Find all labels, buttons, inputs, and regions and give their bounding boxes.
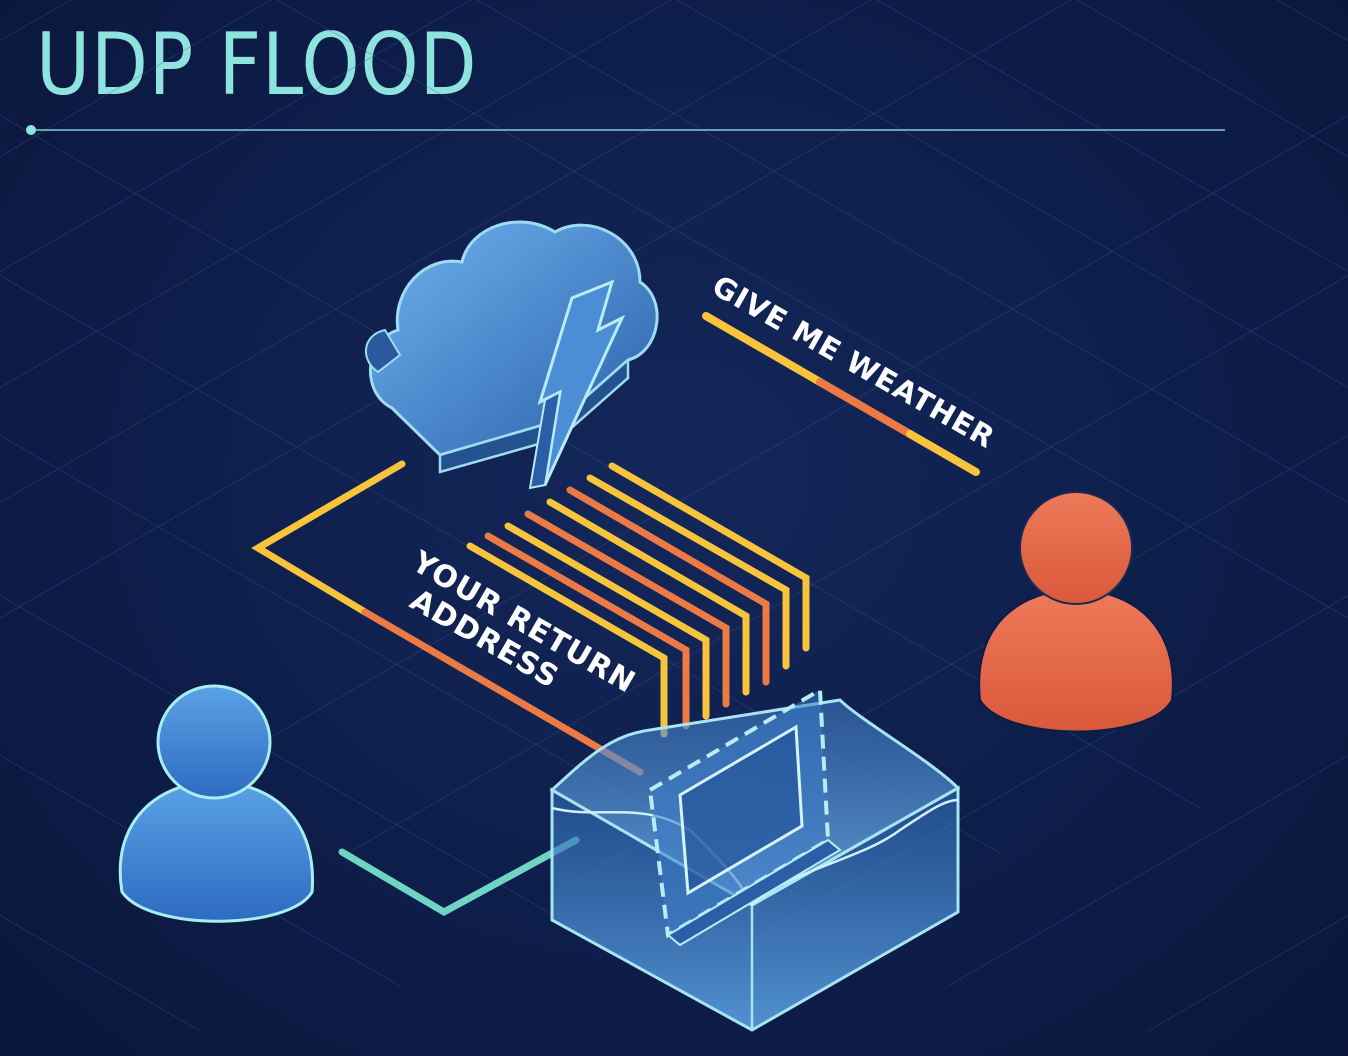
- victim-user-icon: [118, 684, 315, 923]
- page-title: UDP FLOOD: [36, 15, 478, 115]
- return-route-line: [251, 460, 644, 776]
- postage-stamp-icon: [647, 686, 842, 947]
- flood-packet-lines: [466, 462, 810, 738]
- request-label: GIVE ME WEATHER: [707, 269, 1001, 456]
- storm-cloud-icon: [364, 220, 659, 490]
- request-line: [702, 312, 980, 476]
- title-underline: [26, 125, 1225, 135]
- victim-connection-line: [338, 836, 580, 917]
- attacker-user-icon: [978, 491, 1174, 733]
